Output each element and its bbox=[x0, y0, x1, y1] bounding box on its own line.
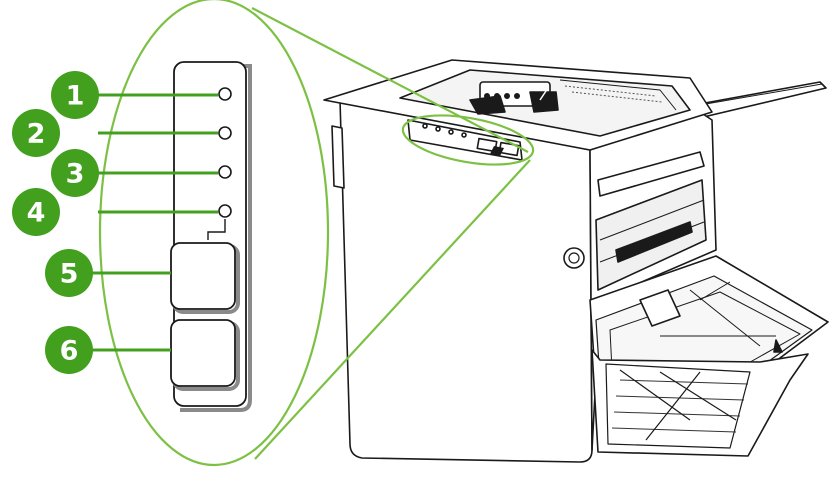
callout-2-label: 2 bbox=[27, 119, 46, 150]
control-panel-enlarged bbox=[170, 61, 252, 412]
callout-6: 6 bbox=[45, 326, 93, 374]
panel-highlight-ellipse bbox=[401, 114, 535, 166]
panel-shadow bbox=[180, 64, 252, 412]
light-4 bbox=[218, 204, 232, 218]
callout-3-label: 3 bbox=[66, 159, 85, 190]
callout-1-label: 1 bbox=[66, 81, 85, 112]
light-3 bbox=[218, 165, 232, 179]
button-upper bbox=[170, 242, 240, 314]
callout-5: 5 bbox=[45, 249, 93, 297]
printer-illustration bbox=[323, 59, 829, 463]
callout-1: 1 bbox=[51, 71, 99, 119]
callout-6-label: 6 bbox=[60, 336, 79, 367]
callout-2: 2 bbox=[12, 109, 60, 157]
callout-3: 3 bbox=[51, 149, 99, 197]
light-2 bbox=[218, 126, 232, 140]
zoom-indicator bbox=[98, 0, 535, 467]
power-button-icon bbox=[563, 247, 585, 269]
light-1 bbox=[218, 87, 232, 101]
callout-4: 4 bbox=[12, 188, 60, 236]
callouts bbox=[92, 93, 218, 352]
callout-4-label: 4 bbox=[27, 198, 46, 229]
callout-5-label: 5 bbox=[60, 259, 79, 290]
printer-front-face bbox=[339, 99, 593, 463]
zoom-ellipse bbox=[98, 0, 330, 467]
light-button-bracket bbox=[207, 219, 226, 240]
button-lower bbox=[170, 319, 240, 391]
